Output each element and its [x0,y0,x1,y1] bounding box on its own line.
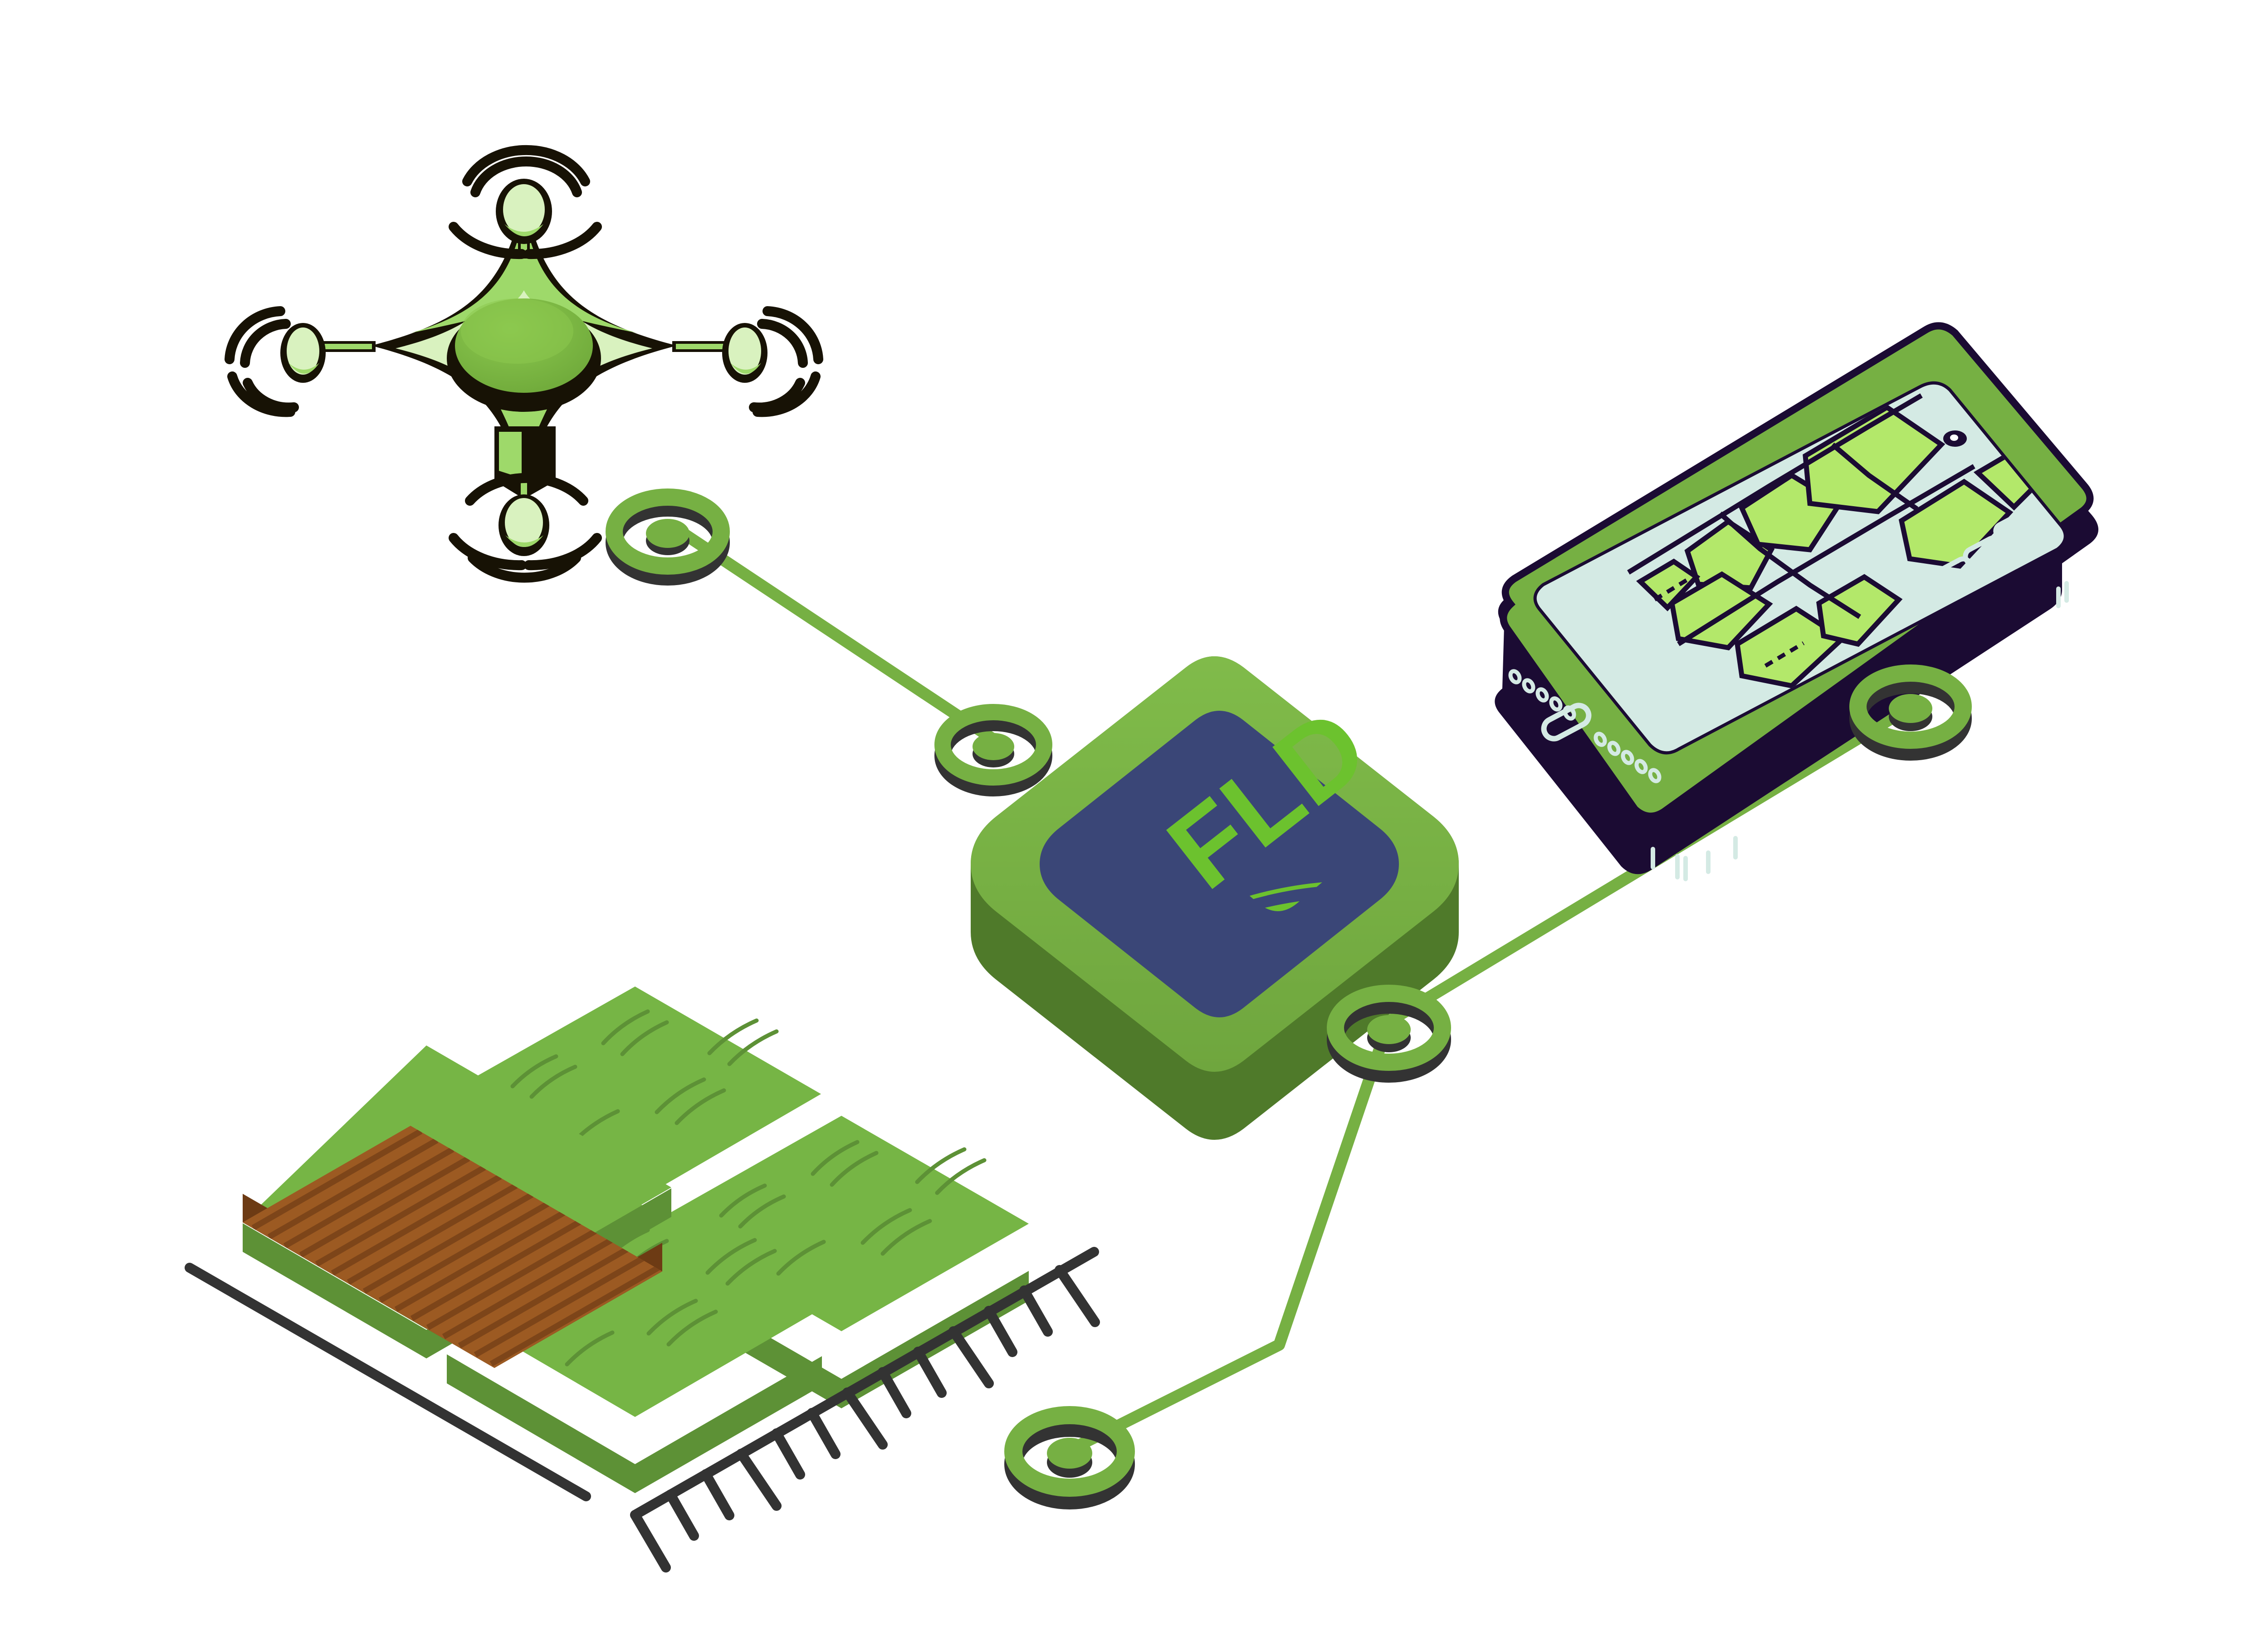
plot-bottom-side [447,1354,822,1493]
map-crosswalks [1653,578,1805,668]
plot-right-grass [719,1140,987,1276]
rotor-arc-bottom-1 [465,473,588,506]
drone[interactable] [225,145,823,583]
phone-edge-ticks [1651,581,2069,881]
drone-gimbal-face [499,432,522,478]
phone-usb-port [1541,703,1592,742]
drone-rotor-top [449,145,602,259]
map-road-outlines [1627,393,1975,646]
rotor-arc-right-2 [757,319,808,368]
field-plots[interactable] [237,987,1029,1493]
field-boundary-line [185,1263,591,1501]
rotor-hub-right [722,323,767,383]
rotor-hub-bottom [499,494,549,556]
drone-dome-gloss [461,298,573,364]
rotor-arc-left-1 [225,306,285,364]
rotor-arc-right-4 [749,378,805,413]
plot-right-face [653,1116,1029,1331]
rotor-arc-top-3 [449,222,527,259]
rotor-arc-top-4 [524,222,602,259]
rotor-hub-left [280,323,326,383]
rotor-arc-left-4 [243,378,299,413]
rotor-arc-bottom-4 [468,553,581,583]
plot-top-face [447,987,821,1202]
card-badge-curves [1193,880,1363,911]
rotor-arc-bottom-3 [524,533,602,571]
connector-nodes[interactable] [606,488,1972,1509]
field-plot-left-soil[interactable] [237,1045,671,1368]
rotor-arc-top-1 [462,145,590,186]
phone-speaker-grille [1508,669,1662,783]
ruler-ticks [630,1265,1100,1573]
card-badge-shape [1040,711,1399,1017]
rotor-arc-left-2 [240,319,291,368]
drone-rotor-bottom [449,473,602,583]
node-field[interactable] [1004,1406,1135,1509]
node-phone[interactable] [1849,664,1972,761]
link-drone-to-platform [677,527,999,745]
node-logo-in[interactable] [934,704,1052,796]
measurement-ruler [630,1247,1100,1573]
fld-logo-card[interactable]: FLD [971,656,1459,1140]
node-drone[interactable] [606,488,730,586]
phone-side-buttons[interactable] [1933,514,2025,588]
rotor-arc-top-2 [470,156,582,197]
phone-front-camera-icon [1943,430,1967,447]
drone-dome [447,298,601,412]
drone-rotor-right [672,306,823,417]
link-platform-to-field [1065,1018,1394,1455]
drone-star-fill-mid [411,213,637,333]
rotor-arc-right-1 [763,306,823,364]
rotor-hub-top [496,179,552,244]
node-logo-out[interactable] [1327,985,1451,1083]
rotor-arc-bottom-2 [449,533,527,571]
drone-rotor-left [225,306,376,417]
smartphone[interactable] [1495,322,2099,881]
ruler-baseline [630,1247,1099,1520]
